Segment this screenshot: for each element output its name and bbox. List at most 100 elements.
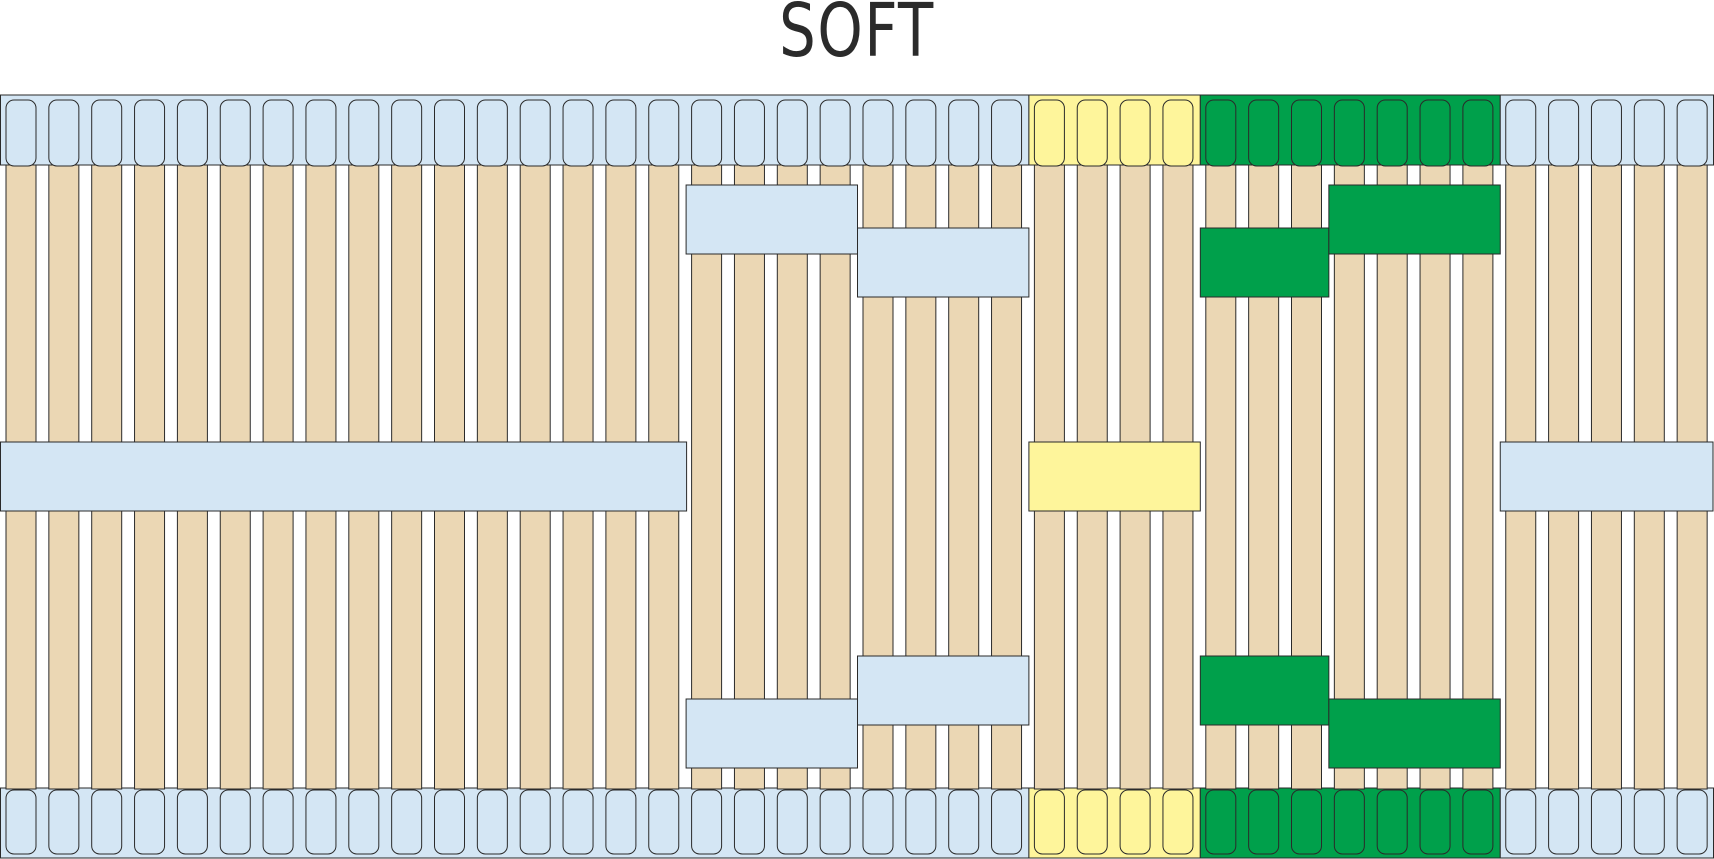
strap-band (1199, 227, 1330, 298)
slat-cap-top (862, 99, 894, 167)
strap-band (857, 655, 1030, 726)
slat-cap-bottom (1548, 789, 1580, 855)
slat-cap-top (948, 99, 980, 167)
bottom-rail-shoulder-left (0, 787, 1030, 859)
strap-band (857, 227, 1030, 298)
slat-cap-top (1076, 99, 1108, 167)
slat-cap-bottom (1462, 789, 1494, 855)
slat (1376, 164, 1408, 790)
slat (776, 164, 808, 790)
slat-cap-bottom (862, 789, 894, 855)
slat-cap-bottom (691, 789, 723, 855)
slat-cap-bottom (262, 789, 294, 855)
slat-cap-bottom (1505, 789, 1537, 855)
strap-band (685, 698, 858, 769)
slat (1419, 164, 1451, 790)
slat-cap-top (5, 99, 37, 167)
slat-cap-bottom (733, 789, 765, 855)
slat-cap-bottom (1291, 789, 1322, 855)
slat-cap-top (134, 99, 166, 167)
slat-cap-top (648, 99, 680, 167)
slat-cap-top (1205, 99, 1237, 167)
slat-cap-bottom (91, 789, 123, 855)
slat-cap-top (1162, 99, 1194, 167)
strap-band (1199, 655, 1330, 726)
slat (733, 164, 765, 790)
slat-cap-top (391, 99, 423, 167)
slat-cap-bottom (1205, 789, 1237, 855)
slat-cap-top (1462, 99, 1494, 167)
slat-cap-bottom (1376, 789, 1408, 855)
slat-cap-top (1505, 99, 1537, 167)
slat-cap-top (819, 99, 851, 167)
slat-cap-bottom (648, 789, 680, 855)
slat-cap-bottom (605, 789, 637, 855)
slat-cap-top (176, 99, 208, 167)
slat-cap-top (1590, 99, 1622, 167)
slat-cap-bottom (176, 789, 208, 855)
slat-cap-bottom (776, 789, 808, 855)
slat-cap-bottom (1419, 789, 1451, 855)
slat-cap-bottom (1162, 789, 1194, 855)
slat-cap-bottom (1076, 789, 1108, 855)
slat-cap-bottom (519, 789, 551, 855)
slat-cap-top (434, 99, 465, 167)
slat-cap-top (91, 99, 123, 167)
slat-cap-top (1291, 99, 1322, 167)
slat-cap-top (476, 99, 508, 167)
slat-cap-bottom (1633, 789, 1665, 855)
slat-cap-top (348, 99, 380, 167)
slat-cap-top (1033, 99, 1065, 167)
strap-band (1499, 441, 1714, 512)
strap-band (1028, 441, 1201, 512)
slat-cap-bottom (1676, 789, 1708, 855)
slat-cap-bottom (562, 789, 594, 855)
slat-cap-top (305, 99, 337, 167)
slat-cap-bottom (134, 789, 166, 855)
slat-cap-top (776, 99, 808, 167)
slat-cap-bottom (905, 789, 937, 855)
slat-cap-top (562, 99, 594, 167)
slat-cap-bottom (219, 789, 251, 855)
slat-cap-bottom (1333, 789, 1365, 855)
slat-cap-bottom (991, 789, 1023, 855)
slat-cap-bottom (476, 789, 508, 855)
slat-cap-top (1376, 99, 1408, 167)
slat-caps-group (5, 99, 1708, 855)
slat (1333, 164, 1365, 790)
slat-cap-top (1333, 99, 1365, 167)
slat-cap-bottom (48, 789, 80, 855)
slat-cap-bottom (819, 789, 851, 855)
slat-cap-bottom (391, 789, 423, 855)
strap-band (1328, 184, 1501, 255)
slat-cap-bottom (1033, 789, 1065, 855)
slat-cap-top (605, 99, 637, 167)
slat-cap-bottom (1119, 789, 1151, 855)
slat (691, 164, 723, 790)
slat-cap-bottom (1248, 789, 1280, 855)
slat-cap-top (733, 99, 765, 167)
slat-cap-bottom (1590, 789, 1622, 855)
slat-cap-top (262, 99, 294, 167)
slat-cap-bottom (348, 789, 380, 855)
slat-cap-top (1248, 99, 1280, 167)
slat-cap-top (219, 99, 251, 167)
slat (819, 164, 851, 790)
slat-cap-top (48, 99, 80, 167)
slat-cap-top (1548, 99, 1580, 167)
slat-cap-top (905, 99, 937, 167)
slat-cap-top (1633, 99, 1665, 167)
slat-cap-bottom (434, 789, 465, 855)
strap-bands-group (0, 184, 1714, 769)
slat-cap-bottom (948, 789, 980, 855)
strap-band (0, 441, 688, 512)
top-rail-shoulder-left (0, 94, 1030, 166)
strap-band (685, 184, 858, 255)
slat-cap-top (1419, 99, 1451, 167)
strap-band (1328, 698, 1501, 769)
slat-cap-bottom (305, 789, 337, 855)
slat-cap-top (519, 99, 551, 167)
slat-cap-top (1119, 99, 1151, 167)
slat-cap-bottom (5, 789, 37, 855)
